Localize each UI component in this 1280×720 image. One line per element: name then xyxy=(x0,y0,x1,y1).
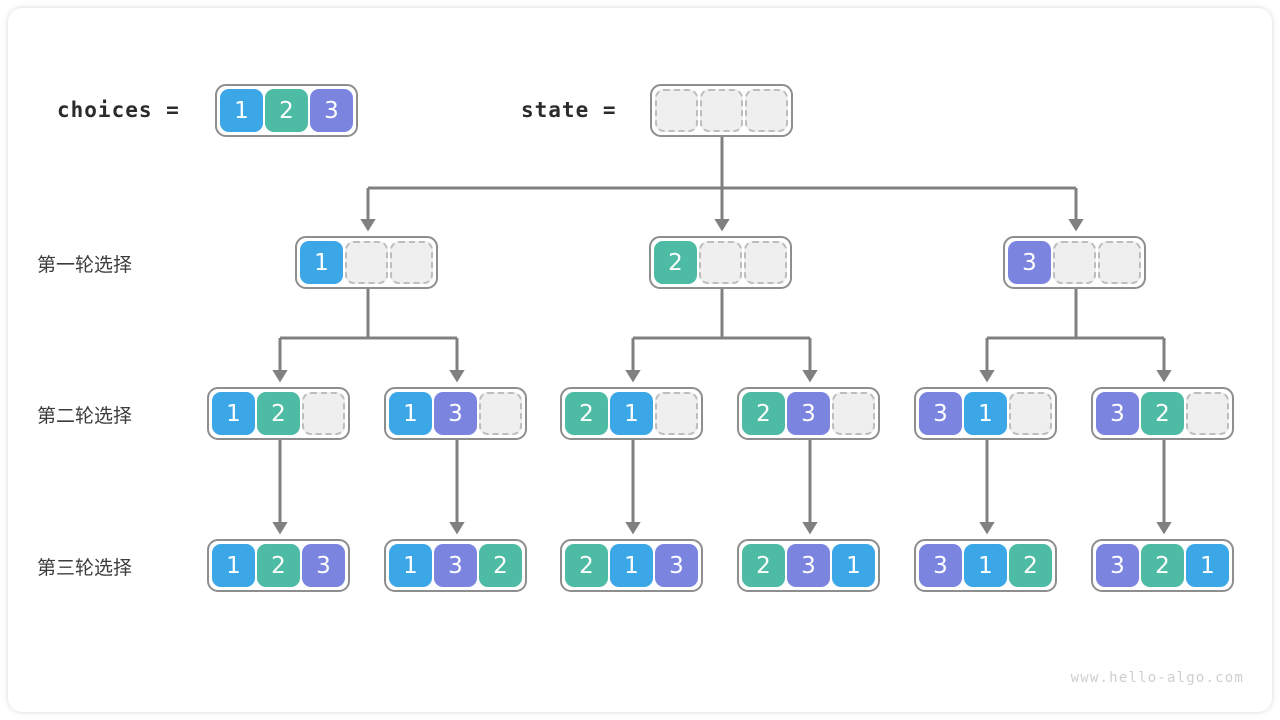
level2-4-cell-0: 3 xyxy=(919,392,962,435)
level2-2-cell-2 xyxy=(655,392,698,435)
level2-2-cell-0: 2 xyxy=(565,392,608,435)
state-array xyxy=(650,84,793,137)
level2-3-cell-0: 2 xyxy=(742,392,785,435)
level2-4-cell-1: 1 xyxy=(964,392,1007,435)
level1-2-cell-0: 3 xyxy=(1008,241,1051,284)
level3-1-cell-2: 2 xyxy=(479,544,522,587)
level3-3-cell-1: 3 xyxy=(787,544,830,587)
level1-1-cell-0: 2 xyxy=(654,241,697,284)
level1-2-cell-1 xyxy=(1053,241,1096,284)
level2-5-cell-2 xyxy=(1186,392,1229,435)
state-cell-1 xyxy=(700,89,743,132)
level1-0-cell-2 xyxy=(390,241,433,284)
level2-0-cell-0: 1 xyxy=(212,392,255,435)
choices-cell-2: 3 xyxy=(310,89,353,132)
row-label-round-1: 第一轮选择 xyxy=(37,254,133,276)
choices-cell-1: 2 xyxy=(265,89,308,132)
level3-4-cell-1: 1 xyxy=(964,544,1007,587)
level2-0-cell-1: 2 xyxy=(257,392,300,435)
level1-1-cell-2 xyxy=(744,241,787,284)
diagram-card xyxy=(8,8,1272,712)
level2-2-cell-1: 1 xyxy=(610,392,653,435)
level3-0-cell-1: 2 xyxy=(257,544,300,587)
level3-4-cell-2: 2 xyxy=(1009,544,1052,587)
level1-0-cell-0: 1 xyxy=(300,241,343,284)
level3-3-cell-2: 1 xyxy=(832,544,875,587)
state-label: state = xyxy=(521,98,617,122)
node-level1-3: 3 xyxy=(1003,236,1146,289)
level3-0-cell-2: 3 xyxy=(302,544,345,587)
level2-3-cell-2 xyxy=(832,392,875,435)
level3-4-cell-0: 3 xyxy=(919,544,962,587)
level1-0-cell-1 xyxy=(345,241,388,284)
row-label-round-2: 第二轮选择 xyxy=(37,405,133,427)
level2-5-cell-1: 2 xyxy=(1141,392,1184,435)
level3-5-cell-2: 1 xyxy=(1186,544,1229,587)
level3-2-cell-2: 3 xyxy=(655,544,698,587)
level1-2-cell-2 xyxy=(1098,241,1141,284)
node-level1-2: 2 xyxy=(649,236,792,289)
level3-2-cell-1: 1 xyxy=(610,544,653,587)
state-cell-0 xyxy=(655,89,698,132)
watermark: www.hello-algo.com xyxy=(1070,670,1244,686)
choices-cell-0: 1 xyxy=(220,89,263,132)
level2-1-cell-2 xyxy=(479,392,522,435)
row-label-round-3: 第三轮选择 xyxy=(37,557,133,579)
level2-0-cell-2 xyxy=(302,392,345,435)
level3-0-cell-0: 1 xyxy=(212,544,255,587)
level2-1-cell-0: 1 xyxy=(389,392,432,435)
level3-2-cell-0: 2 xyxy=(565,544,608,587)
level2-3-cell-1: 3 xyxy=(787,392,830,435)
choices-label: choices = xyxy=(57,98,180,122)
state-cell-2 xyxy=(745,89,788,132)
level3-1-cell-1: 3 xyxy=(434,544,477,587)
level3-5-cell-0: 3 xyxy=(1096,544,1139,587)
level3-5-cell-1: 2 xyxy=(1141,544,1184,587)
level3-1-cell-0: 1 xyxy=(389,544,432,587)
level2-5-cell-0: 3 xyxy=(1096,392,1139,435)
level1-1-cell-1 xyxy=(699,241,742,284)
level3-3-cell-0: 2 xyxy=(742,544,785,587)
node-level1-1: 1 xyxy=(295,236,438,289)
level2-4-cell-2 xyxy=(1009,392,1052,435)
level2-1-cell-1: 3 xyxy=(434,392,477,435)
